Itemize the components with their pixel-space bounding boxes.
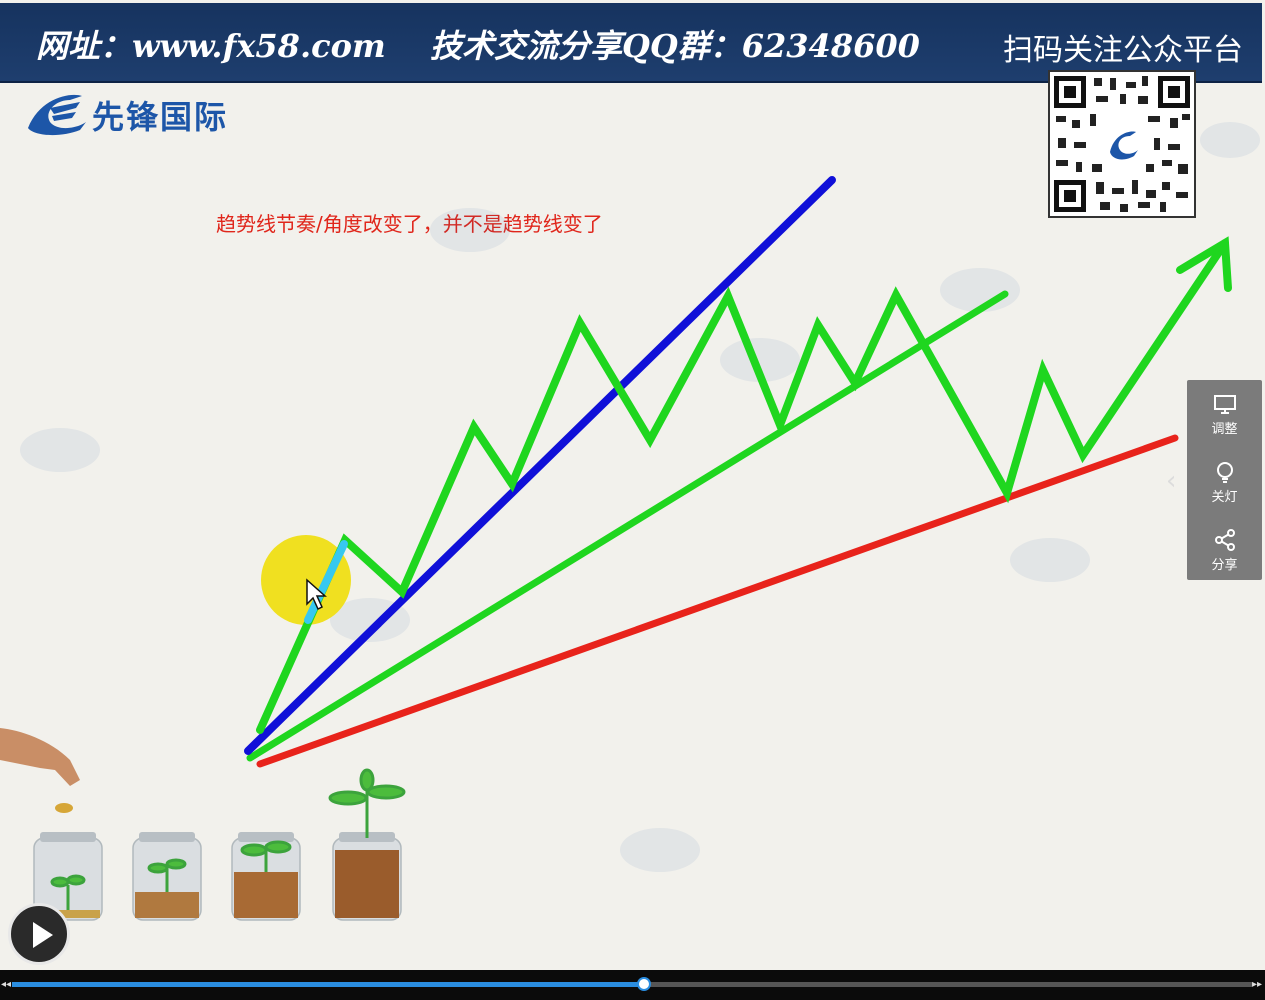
player-control-bar: ◂◂ ▸▸ [0,970,1265,1000]
monitor-icon [1213,394,1236,414]
side-panel: 调整 关灯 分享 [1187,380,1262,580]
progress-knob[interactable] [637,977,652,991]
price-arrowhead [1176,236,1232,292]
share-label: 分享 [1211,557,1238,573]
brand-logo-text: 先锋国际 [92,98,229,136]
lightbulb-icon [1216,461,1233,483]
progress-fill [12,982,645,987]
lights-off-label: 关灯 [1211,489,1238,505]
promo-banner: 网址：www.fx58.com 技术交流分享QQ群：62348600 扫码关注公… [0,3,1262,83]
share-icon [1214,528,1235,551]
shallow-trendline [256,434,1179,768]
highlight-circle [261,535,351,625]
adjust-label: 调整 [1211,421,1238,437]
lights-off-button[interactable]: 关灯 [1187,450,1262,514]
brand-logo-icon [28,94,86,136]
progress-bar[interactable] [12,977,1252,991]
mouse-cursor-icon [306,578,327,611]
banner-qq-group: 技术交流分享QQ群：62348600 [430,27,920,65]
rewind-icon[interactable]: ◂◂ [1,979,12,990]
highlighted-segment [304,540,348,624]
forward-icon[interactable]: ▸▸ [1252,979,1263,990]
medium-trendline [246,290,1009,762]
share-button[interactable]: 分享 [1187,518,1262,582]
side-panel-collapse-icon[interactable]: ‹ [1166,466,1177,496]
steep-trendline [244,176,836,755]
trendline-diagram [20,122,1260,872]
play-icon [33,922,53,948]
qr-code-icon [1048,70,1196,218]
banner-scan-follow: 扫码关注公众平台 [1003,33,1243,68]
watermark-pattern [20,122,1260,872]
banner-website: 网址：www.fx58.com [36,27,386,65]
adjust-button[interactable]: 调整 [1187,382,1262,446]
play-button[interactable] [8,903,70,965]
price-zigzag-path [256,239,1229,734]
video-frame[interactable]: 网址：www.fx58.com 技术交流分享QQ群：62348600 扫码关注公… [0,0,1265,970]
coin-jars-illustration [0,728,406,921]
slide-caption: 趋势线节奏/角度改变了，并不是趋势线变了 [216,212,603,236]
